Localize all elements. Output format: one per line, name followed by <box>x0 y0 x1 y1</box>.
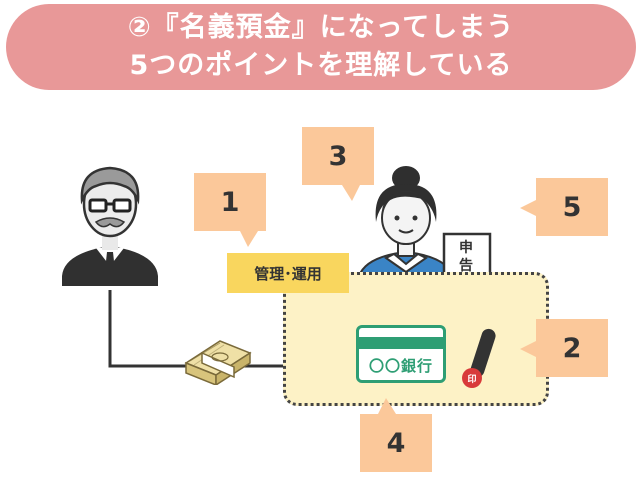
elderly-man-icon <box>62 166 158 286</box>
bank-card-label: 〇〇銀行 <box>368 357 433 375</box>
callout-4: 4 <box>360 398 432 472</box>
management-label: 管理･運用 <box>227 253 349 293</box>
personal-seal-icon: 印 <box>462 328 496 388</box>
callout-3: 3 <box>302 127 374 201</box>
card-stripe <box>359 337 443 349</box>
tax-form-char: 告 <box>459 258 473 274</box>
callout-2: 2 <box>520 319 608 377</box>
title-line-2: 5つのポイントを理解している <box>129 50 513 81</box>
bank-card-icon: 〇〇銀行 <box>356 325 446 383</box>
callout-5: 5 <box>520 178 608 236</box>
title-line-1: ②『名義預金』になってしまう <box>127 12 515 43</box>
svg-text:印: 印 <box>467 373 476 385</box>
money-bundle-icon <box>184 340 252 385</box>
tax-form-char: 申 <box>459 240 473 256</box>
callout-1: 1 <box>194 173 266 247</box>
title-banner: ②『名義預金』になってしまう 5つのポイントを理解している <box>6 4 636 90</box>
